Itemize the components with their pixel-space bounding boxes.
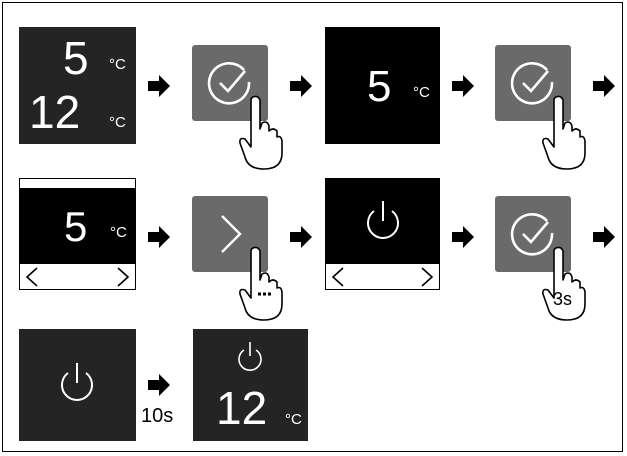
fridge-temperature-value: 12 <box>29 86 81 138</box>
delay-label: 10s <box>141 405 174 427</box>
check-circle-icon <box>510 62 554 105</box>
freezer-temperature-value: 5 <box>63 32 89 84</box>
celsius-unit: °C <box>285 411 302 428</box>
chevron-right-icon <box>421 267 434 287</box>
chevron-left-icon <box>25 267 38 287</box>
hand-press-icon <box>542 246 586 321</box>
celsius-unit: °C <box>109 56 126 73</box>
arrow-right-icon <box>593 75 615 97</box>
arrow-right-icon <box>452 75 474 97</box>
hold-duration-label: 3s <box>553 289 573 309</box>
arrow-right-icon <box>593 226 615 248</box>
arrow-right-icon <box>290 226 312 248</box>
chevron-right-icon <box>117 267 130 287</box>
next-button[interactable] <box>192 196 268 272</box>
power-icon <box>61 363 93 401</box>
arrow-right-icon <box>290 75 312 97</box>
chevron-right-icon <box>221 215 242 253</box>
arrow-right-icon <box>148 226 170 248</box>
arrow-right-icon <box>148 374 170 396</box>
celsius-unit: °C <box>110 224 127 241</box>
hand-press-icon <box>542 95 586 170</box>
hand-press-icon <box>239 246 283 321</box>
power-icon <box>367 201 399 239</box>
temperature-value: 5 <box>367 62 392 111</box>
chevron-left-icon <box>331 267 344 287</box>
power-icon <box>238 342 262 371</box>
arrow-right-icon <box>452 226 474 248</box>
check-circle-icon <box>510 213 554 256</box>
display-menu-temperature: 5 °C <box>19 178 136 290</box>
temperature-value: 5 <box>64 203 88 250</box>
check-circle-icon <box>207 62 251 105</box>
display-power-temperature: 12 °C <box>193 329 308 441</box>
temperature-value: 12 <box>216 382 268 434</box>
display-screen <box>326 179 439 264</box>
hand-press-icon <box>239 95 283 170</box>
celsius-unit: °C <box>109 114 126 131</box>
display-screen: 5 °C <box>20 188 135 264</box>
display-power-off <box>19 329 136 441</box>
display-menu-power <box>325 178 440 290</box>
celsius-unit: °C <box>413 84 430 101</box>
display-dual-temperature: 5 °C 12 °C <box>19 27 136 144</box>
display-temperature: 5 °C <box>325 27 440 144</box>
arrow-right-icon <box>148 75 170 97</box>
